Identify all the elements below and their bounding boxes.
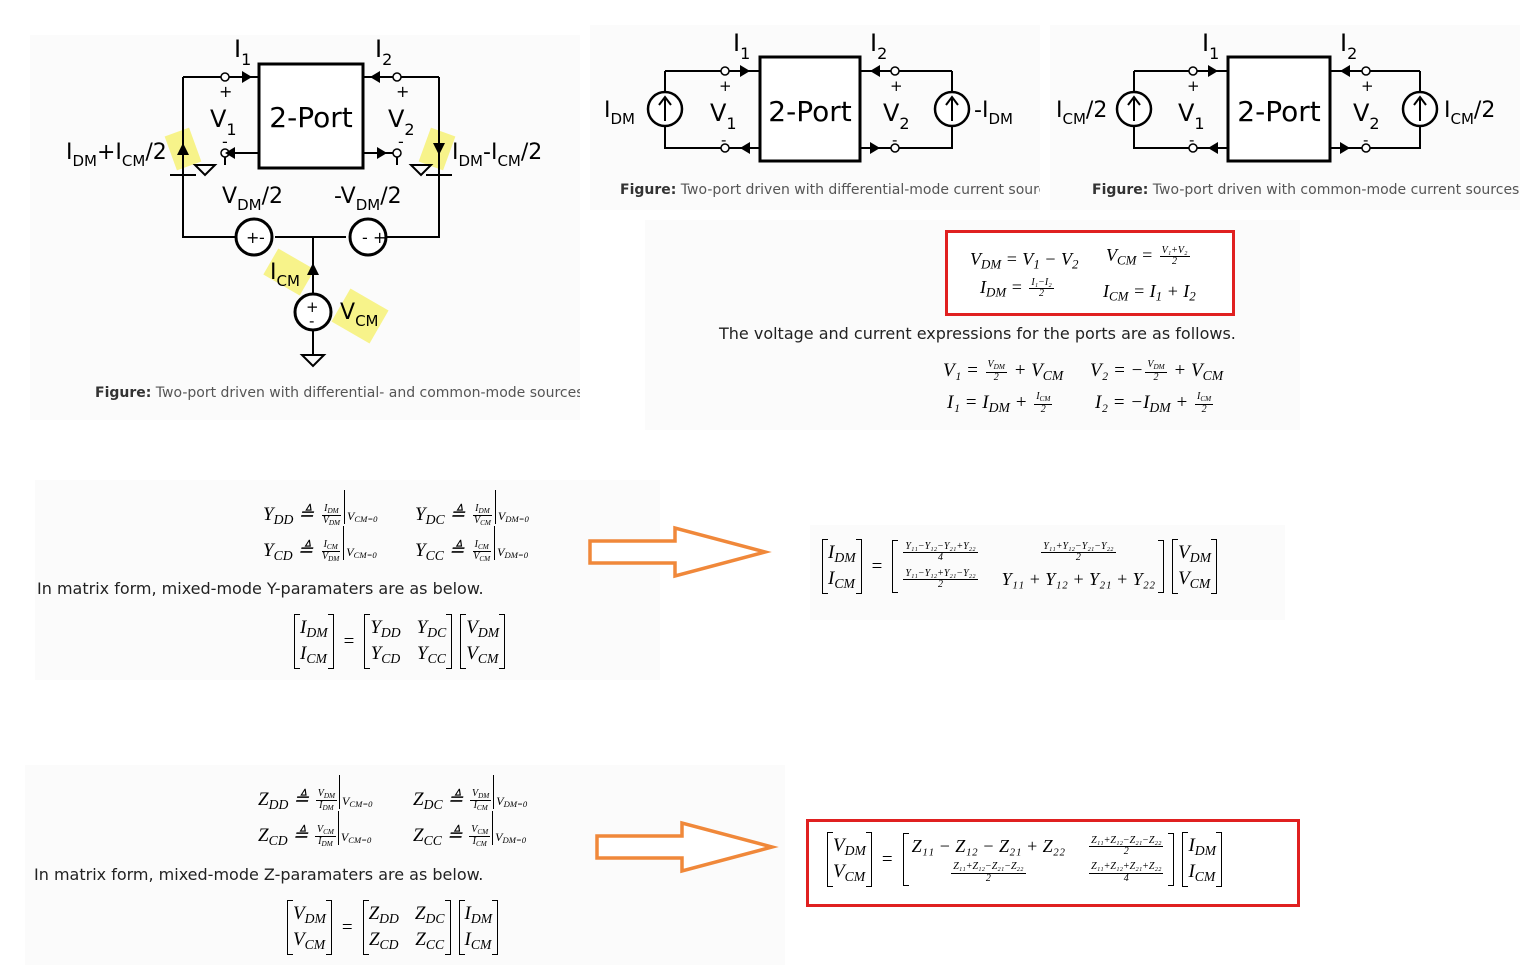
- dm-figure: 2-Port + - + - I1 I2 V1 V2 IDM -IDM Figu…: [590, 25, 1040, 210]
- mixed-mode-circuit: 2-Port + - - + + - + - + - I1 I2 V1 V2 I…: [66, 35, 542, 368]
- arrow-i2: [370, 71, 380, 83]
- label-v2: V2: [388, 105, 415, 139]
- label-i1: I1: [234, 35, 251, 69]
- dm-circuit: 2-Port + - + - I1 I2 V1 V2 IDM -IDM: [604, 29, 1013, 163]
- svg-text:2-Port: 2-Port: [1237, 95, 1320, 128]
- svg-text:+: +: [890, 77, 903, 95]
- svg-text:+: +: [396, 82, 409, 101]
- arrow-i1: [242, 71, 252, 83]
- svg-text:+: +: [1361, 77, 1374, 95]
- figure-caption-mixed: Figure: Two-port driven with differentia…: [95, 385, 580, 401]
- svg-text:+: +: [219, 82, 232, 101]
- svg-text:-: -: [1189, 131, 1194, 149]
- arrow-bottom-left: [225, 147, 235, 159]
- label-icm: ICM: [270, 260, 300, 290]
- svg-text:V2: V2: [1353, 99, 1380, 133]
- label-vdm-right: -VDM/2: [334, 184, 402, 214]
- arrow-src-left: [177, 143, 189, 155]
- svg-text:-: -: [222, 132, 228, 151]
- svg-text:-: -: [398, 132, 404, 151]
- vcm-source: [293, 292, 333, 332]
- label-src-right: IDM-ICM/2: [452, 140, 542, 170]
- icm-definition: ICM = I1 + I2: [1103, 281, 1196, 304]
- cm-circuit: 2-Port + - + - I1 I2 V1 V2 ICM/2 ICM/2: [1056, 29, 1495, 163]
- ground-bottom: [299, 354, 327, 368]
- svg-text:-: -: [259, 228, 265, 247]
- svg-text:I1: I1: [733, 29, 750, 63]
- label-src-left: IDM+ICM/2: [66, 140, 167, 170]
- vdm-source-right: [348, 217, 388, 257]
- svg-text:-IDM: -IDM: [974, 98, 1013, 128]
- ground-left: [192, 164, 218, 177]
- y-matrix-text: In matrix form, mixed-mode Y-paramaters …: [37, 579, 484, 598]
- svg-text:-: -: [721, 131, 726, 149]
- svg-text:ICM/2: ICM/2: [1444, 98, 1495, 128]
- figure-caption-cm: Figure: Two-port driven with common-mode…: [1092, 182, 1520, 198]
- svg-text:+: +: [306, 298, 319, 316]
- svg-text:+: +: [373, 228, 386, 247]
- ground-right: [408, 164, 434, 177]
- z-arrow-icon: [595, 820, 779, 874]
- svg-text:ICM/2: ICM/2: [1056, 98, 1107, 128]
- arrow-src-right: [433, 143, 445, 155]
- vdm-source-left: [234, 217, 274, 257]
- svg-text:V2: V2: [883, 99, 910, 133]
- label-vcm: VCM: [340, 300, 378, 330]
- two-port-block: [257, 62, 365, 170]
- svg-text:I2: I2: [1340, 29, 1357, 63]
- svg-text:+: +: [719, 77, 732, 95]
- svg-text:+: +: [1187, 77, 1200, 95]
- label-v1: V1: [210, 105, 237, 139]
- z-matrix-text: In matrix form, mixed-mode Z-paramaters …: [34, 865, 484, 884]
- highlight-vcm: [331, 288, 389, 344]
- svg-text:I1: I1: [1202, 29, 1219, 63]
- vdm-definition: VDM = V1 − V2: [970, 249, 1079, 272]
- label-i2: I2: [375, 35, 392, 69]
- svg-text:I2: I2: [870, 29, 887, 63]
- highlight-icm: [263, 248, 315, 296]
- arrow-bottom-right: [377, 147, 387, 159]
- two-port-label: 2-Port: [269, 101, 352, 134]
- arrow-icm: [307, 263, 319, 275]
- svg-text:-: -: [892, 131, 897, 149]
- mixed-mode-figure: 2-Port + - - + + - + - + - I1 I2 V1 V2 I…: [30, 35, 580, 420]
- svg-text:2-Port: 2-Port: [768, 95, 851, 128]
- figure-caption-dm: Figure: Two-port driven with differentia…: [620, 182, 1040, 198]
- y-arrow-icon: [588, 525, 772, 579]
- svg-text:-: -: [1363, 131, 1368, 149]
- label-vdm-left: VDM/2: [222, 184, 283, 214]
- svg-text:V1: V1: [710, 99, 737, 133]
- svg-text:+: +: [246, 228, 259, 247]
- svg-text:IDM: IDM: [604, 98, 635, 128]
- port-expressions-text: The voltage and current expressions for …: [719, 324, 1236, 343]
- svg-text:-: -: [309, 312, 314, 330]
- svg-text:V1: V1: [1178, 99, 1205, 133]
- cm-figure: 2-Port + - + - I1 I2 V1 V2 ICM/2 ICM/2 F…: [1050, 25, 1520, 210]
- svg-text:-: -: [362, 228, 368, 247]
